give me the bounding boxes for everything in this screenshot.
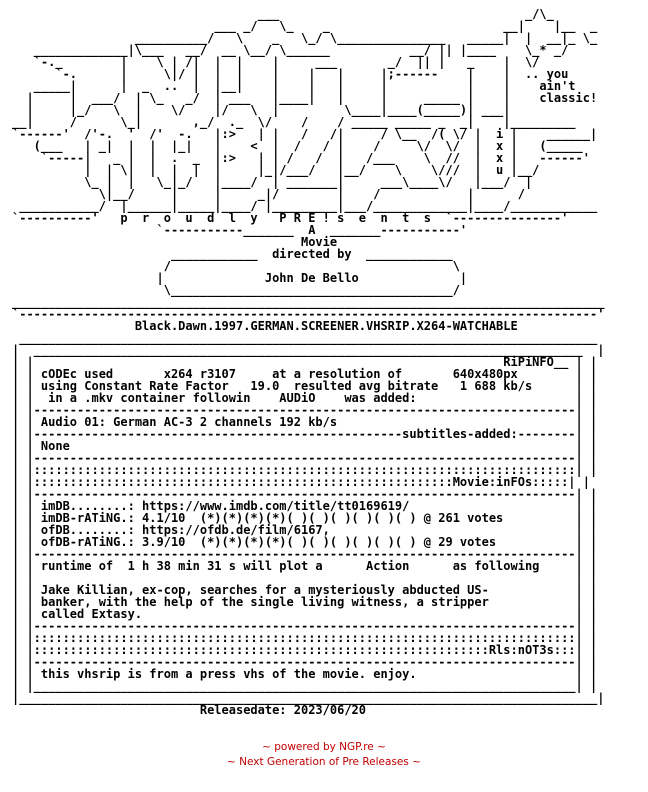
nfo-text-block: ___ _/\_ ___ _/ \_ _ __| |__ _ _________… xyxy=(12,7,605,717)
footer-powered-by: ~ powered by NGP.re ~ xyxy=(262,741,386,753)
footer: ~ powered by NGP.re ~ ~ Next Generation … xyxy=(0,740,648,770)
footer-tagline: ~ Next Generation of Pre Releases ~ xyxy=(227,756,421,768)
